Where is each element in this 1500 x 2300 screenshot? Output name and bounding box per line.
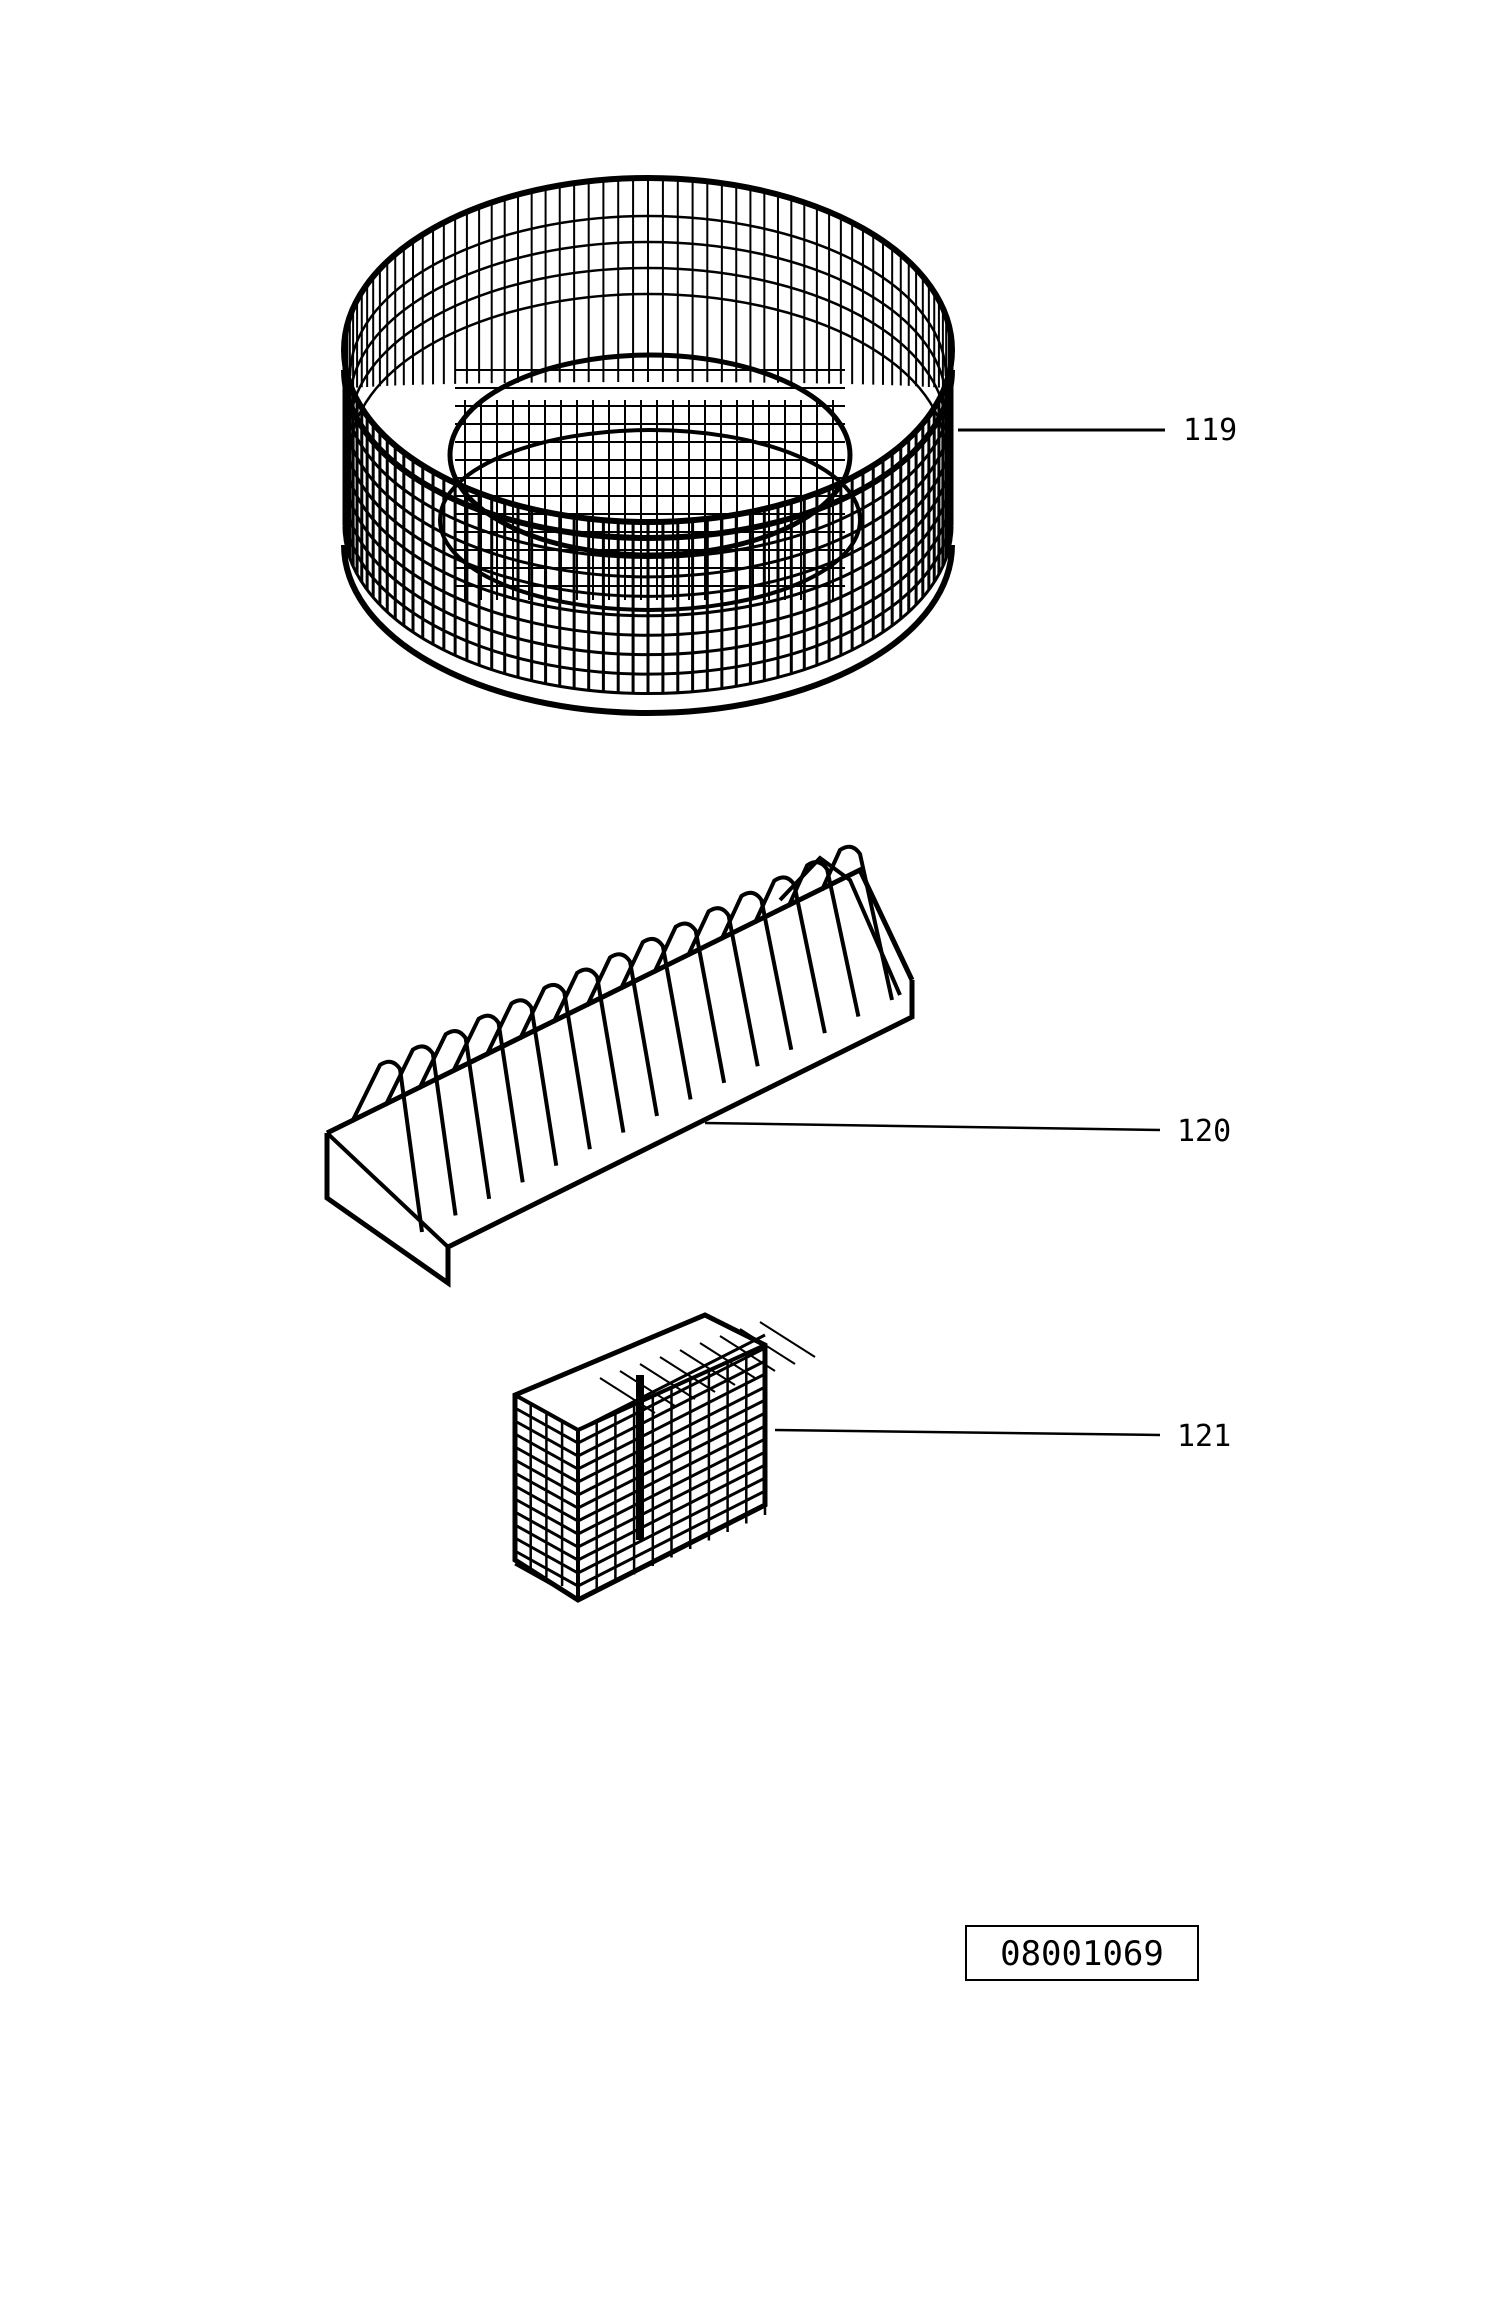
part-label-120: 120 bbox=[1177, 1114, 1231, 1149]
cutlery-basket-icon bbox=[512, 1312, 816, 1603]
reference-code: 08001069 bbox=[1000, 1934, 1164, 1974]
part-label-121: 121 bbox=[1177, 1419, 1231, 1454]
part-label-119: 119 bbox=[1183, 413, 1237, 448]
reference-code-box bbox=[965, 1925, 1199, 1981]
round-basket-icon bbox=[341, 175, 955, 716]
leader-line-120 bbox=[704, 1121, 1161, 1132]
leader-line-121 bbox=[774, 1428, 1161, 1437]
plate-rack-icon bbox=[324, 844, 915, 1288]
